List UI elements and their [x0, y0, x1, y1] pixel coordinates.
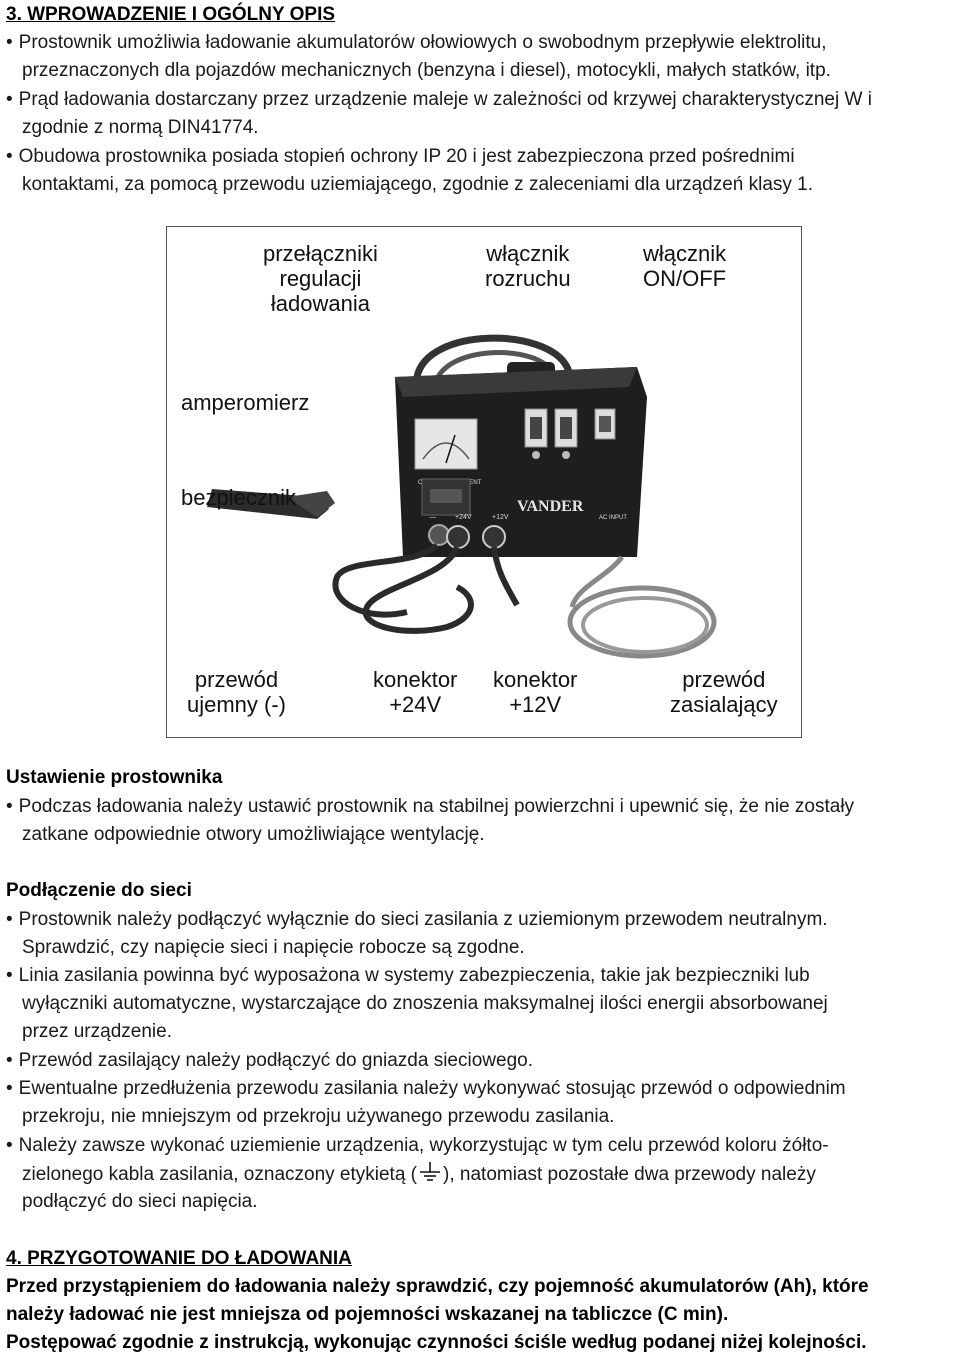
mains-bullet5-line3: podłączyć do sieci napięcia.	[22, 1191, 258, 1212]
mains-bullet2-line2: wyłączniki automatyczne, wystarczające d…	[22, 993, 828, 1014]
label-connector-12: konektor +12V	[493, 667, 578, 717]
mains-bullet4-line1: •Ewentualne przedłużenia przewodu zasila…	[6, 1078, 846, 1099]
label-fuse: bezpiecznik	[181, 485, 296, 510]
mains-bullet3-line1: •Przewód zasilający należy podłączyć do …	[6, 1050, 533, 1071]
label-regulation-switches: przełączniki regulacji ładowania	[263, 241, 378, 316]
label-power-cable: przewód zasialający	[670, 667, 778, 717]
ac-input-text: AC INPUT	[599, 515, 627, 521]
mains-heading: Podłączenie do sieci	[6, 880, 192, 901]
mains-bullet4-line2: przekroju, nie mniejszym od przekroju uż…	[22, 1106, 615, 1127]
label-negative-cable: przewód ujemny (-)	[187, 667, 287, 717]
mains-bullet1-line1: •Prostownik należy podłączyć wyłącznie d…	[6, 909, 828, 930]
mains-bullet2-line1: •Linia zasilania powinna być wyposażona …	[6, 965, 810, 986]
terminal-12-text: +12V	[492, 514, 509, 521]
label-onoff-switch: włącznik ON/OFF	[643, 241, 727, 291]
mains-bullet5-line1: •Należy zawsze wykonać uziemienie urządz…	[6, 1135, 829, 1156]
label-start-switch: włącznik rozruchu	[485, 241, 571, 291]
mains-bullet5-line2: zielonego kabla zasilania, oznaczony ety…	[22, 1162, 816, 1185]
setup-heading: Ustawienie prostownika	[6, 767, 223, 788]
s3-bullet3-line2: kontaktami, za pomocą przewodu uziemiają…	[22, 174, 814, 195]
s3-bullet1-line1: •Prostownik umożliwia ładowanie akumulat…	[6, 32, 827, 53]
charger-figure: CHARGING CURRENT VANDER — +24V +12V AC I…	[166, 226, 802, 738]
charger-illustration: CHARGING CURRENT VANDER — +24V +12V AC I…	[207, 334, 717, 659]
s3-bullet2-line2: zgodnie z normą DIN41774.	[22, 117, 259, 138]
s3-bullet1-line2: przeznaczonych dla pojazdów mechanicznyc…	[22, 60, 831, 81]
label-connector-24: konektor +24V	[373, 667, 458, 717]
terminal-minus-text: —	[429, 514, 436, 521]
s3-bullet2-line1: •Prąd ładowania dostarczany przez urządz…	[6, 89, 872, 110]
mains-bullet2-line3: przez urządzenie.	[22, 1021, 172, 1042]
section4-title: 4. PRZYGOTOWANIE DO ŁADOWANIA	[6, 1248, 352, 1269]
brand-text: VANDER	[517, 498, 584, 515]
label-ammeter: amperomierz	[181, 390, 310, 415]
section3-title: 3. WPROWADZENIE I OGÓLNY OPIS	[6, 4, 336, 25]
setup-bullet1-line2: zatkane odpowiednie otwory umożliwiające…	[22, 824, 485, 845]
s3-bullet3-line1: •Obudowa prostownika posiada stopień och…	[6, 146, 795, 167]
s4-line2: należy ładować nie jest mniejsza od poje…	[6, 1304, 729, 1325]
mains-bullet1-line2: Sprawdzić, czy napięcie sieci i napięcie…	[22, 937, 525, 958]
s4-line3: Postępować zgodnie z instrukcją, wykonuj…	[6, 1332, 867, 1353]
terminal-24-text: +24V	[455, 514, 472, 521]
setup-bullet1-line1: •Podczas ładowania należy ustawić prosto…	[6, 796, 855, 817]
ground-symbol-icon	[420, 1162, 441, 1181]
s4-line1: Przed przystąpieniem do ładowania należy…	[6, 1276, 869, 1297]
